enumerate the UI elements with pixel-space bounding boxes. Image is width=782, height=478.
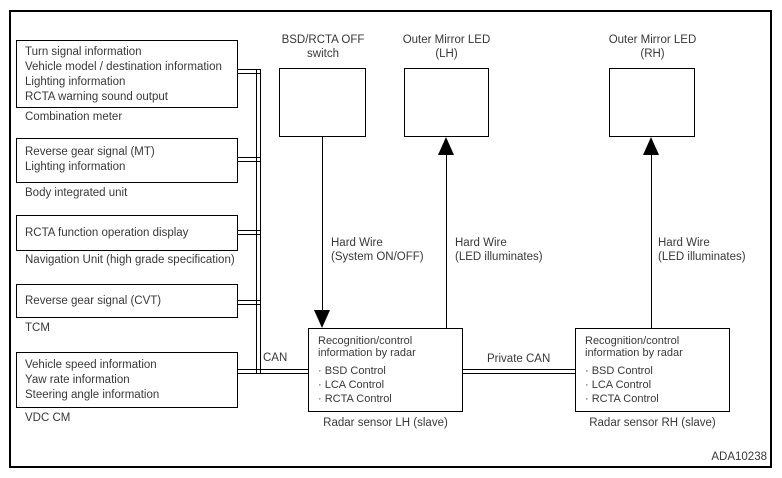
- wire-label-led-rh: Hard Wire (LED illuminates): [658, 237, 746, 263]
- outer-mirror-led-lh-box: [404, 68, 489, 137]
- unit-label-body-integrated-unit: Body integrated unit: [25, 187, 128, 199]
- unit-label-navigation-unit: Navigation Unit (high grade specificatio…: [25, 254, 235, 266]
- wire-switch-to-radar-lh: [322, 137, 323, 311]
- figure-code: ADA10238: [711, 451, 767, 463]
- can-bus-stub-navigation-unit: [238, 230, 261, 235]
- signal-line: RCTA function operation display: [25, 226, 189, 239]
- switch-title: BSD/RCTA OFF switch: [281, 34, 365, 60]
- diagram-border: [9, 10, 772, 468]
- body-integrated-unit-box: Reverse gear signal (MT) Lighting inform…: [16, 138, 238, 183]
- bsd-rcta-off-switch-box: [279, 68, 366, 137]
- private-can-label: Private CAN: [487, 353, 551, 365]
- tcm-box: Reverse gear signal (CVT): [16, 284, 238, 318]
- navigation-unit-box: RCTA function operation display: [16, 215, 238, 251]
- signal-line: Lighting information: [25, 161, 126, 173]
- private-can-bus: [463, 369, 575, 374]
- unit-label-combination-meter: Combination meter: [25, 111, 123, 123]
- radar-rh-label: Radar sensor RH (slave): [589, 417, 716, 429]
- unit-label-tcm: TCM: [25, 322, 50, 334]
- function-item: · BSD Control: [318, 365, 386, 377]
- function-item: · LCA Control: [585, 379, 652, 391]
- led-lh-title: Outer Mirror LED (LH): [402, 34, 491, 60]
- radar-lh-label: Radar sensor LH (slave): [323, 417, 448, 429]
- unit-label-vdc-cm: VDC CM: [25, 412, 71, 424]
- function-item: · RCTA Control: [318, 393, 392, 405]
- function-item: · RCTA Control: [585, 393, 659, 405]
- can-bus-stub-tcm: [238, 300, 261, 305]
- signal-line: Turn signal information: [25, 46, 142, 58]
- arrowhead-up: [438, 137, 454, 155]
- signal-line: Reverse gear signal (CVT): [25, 294, 162, 307]
- arrowhead-down: [314, 310, 330, 328]
- can-bus-stub-combination-meter: [238, 69, 261, 74]
- combination-meter-box: Turn signal information Vehicle model / …: [16, 40, 238, 108]
- can-bus-stub-body-integrated-unit: [238, 157, 261, 162]
- wire-radar-lh-to-led-lh: [446, 154, 447, 328]
- signal-line: Yaw rate information: [25, 374, 130, 386]
- wire-label-led-lh: Hard Wire (LED illuminates): [455, 237, 543, 263]
- signal-line: Lighting information: [25, 76, 126, 88]
- can-bus-label: CAN: [263, 352, 288, 364]
- signal-line: Reverse gear signal (MT): [25, 146, 155, 158]
- vdc-cm-box: Vehicle speed information Yaw rate infor…: [16, 352, 238, 408]
- signal-line: Vehicle model / destination information: [25, 61, 222, 73]
- radar-lh-functions: · BSD Control · LCA Control · RCTA Contr…: [318, 364, 460, 406]
- radar-sensor-lh-box: Recognition/control information by radar…: [308, 328, 463, 412]
- signal-line: Steering angle information: [25, 389, 160, 401]
- signal-line: Vehicle speed information: [25, 359, 157, 371]
- can-bus-vertical: [256, 69, 261, 374]
- wire-label-switch: Hard Wire (System ON/OFF): [331, 237, 424, 263]
- radar-sensor-rh-box: Recognition/control information by radar…: [575, 328, 730, 412]
- signal-line: RCTA warning sound output: [25, 91, 168, 103]
- arrowhead-up: [643, 137, 659, 155]
- function-item: · LCA Control: [318, 379, 385, 391]
- outer-mirror-led-rh-box: [609, 68, 695, 137]
- wire-radar-rh-to-led-rh: [651, 154, 652, 328]
- can-bus-to-radar-lh: [238, 369, 308, 374]
- radar-rh-functions: · BSD Control · LCA Control · RCTA Contr…: [585, 364, 727, 406]
- function-item: · BSD Control: [585, 365, 653, 377]
- led-rh-title: Outer Mirror LED (RH): [608, 34, 697, 60]
